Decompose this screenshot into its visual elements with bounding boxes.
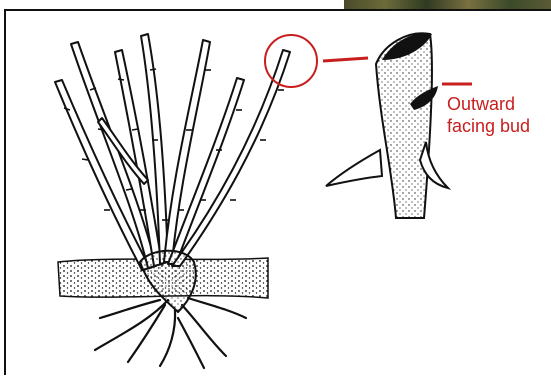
roots [95, 298, 246, 368]
highlight-circle [265, 35, 317, 87]
label-line-1: Outward [447, 93, 530, 115]
outward-bud-label: Outward facing bud [447, 93, 530, 137]
stem-thorn-left [326, 150, 382, 186]
callout-connector [323, 58, 368, 61]
label-line-2: facing bud [447, 115, 530, 137]
cane-far-right [172, 50, 290, 266]
rose-canes [55, 34, 290, 270]
